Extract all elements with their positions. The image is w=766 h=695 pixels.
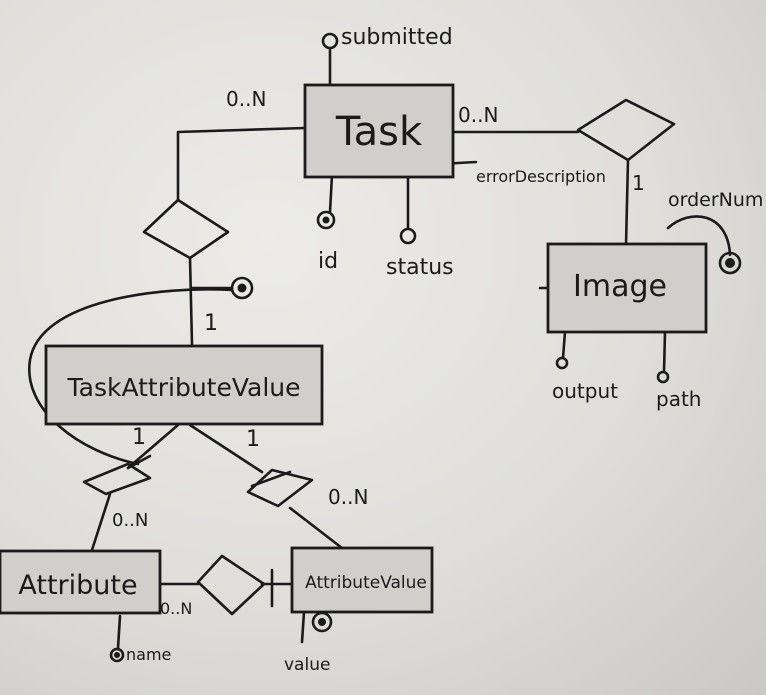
tav-bottom-left-cardinality: 1 (132, 425, 146, 450)
order-num-connector (666, 215, 732, 257)
output-connector (561, 330, 567, 360)
tav-left-tick (126, 454, 152, 470)
attribute-attributevalue-relationship-diamond (196, 554, 266, 616)
task-tav-connector (176, 126, 307, 202)
output-attr-circle (555, 356, 569, 370)
order-num-attr-label: orderNum (668, 189, 763, 211)
task-tav-relationship-diamond (142, 198, 230, 260)
value-attr-label: value (284, 655, 330, 675)
tav-top-cardinality: 1 (204, 311, 218, 336)
tav-entity-name: TaskAttributeValue (67, 373, 301, 402)
attribute-entity-box (0, 549, 162, 615)
path-connector (662, 330, 667, 374)
status-attr-circle (399, 227, 417, 245)
path-attr-label: path (656, 387, 701, 411)
submitted-attr-circle (321, 32, 339, 50)
task-image-relationship-diamond (576, 98, 676, 162)
id-attr-circle (316, 210, 336, 230)
id-attr-label: id (318, 249, 338, 274)
order-num-attr-circle (718, 251, 742, 275)
attributevalue-entity-box (290, 546, 434, 614)
task-tav-diamond-down (188, 256, 194, 347)
attributevalue-top-cardinality: 0..N (328, 485, 368, 509)
attributevalue-entity-name: AttributeValue (305, 573, 427, 593)
tav-entity-box (44, 344, 324, 426)
status-attr-label: status (386, 255, 454, 280)
name-attr-dot (114, 652, 120, 658)
order-num-attr-dot (725, 258, 735, 268)
task-image-diamond-down (624, 158, 630, 247)
name-attr-circle (109, 647, 125, 663)
name-connector (116, 614, 122, 650)
task-entity-box (303, 83, 455, 179)
image-top-cardinality: 1 (632, 171, 645, 195)
tav-key-attr-dot (237, 283, 247, 293)
attribute-up-connector (90, 492, 112, 552)
image-entity-name: Image (573, 269, 667, 304)
value-connector (300, 610, 306, 644)
path-attr-circle (656, 370, 670, 384)
id-attr-dot (322, 216, 330, 224)
attribute-top-cardinality: 0..N (112, 510, 148, 531)
tav-loop-connector (27, 288, 234, 466)
task-left-cardinality: 0..N (226, 87, 266, 111)
tav-attribute-connector (126, 423, 180, 470)
tav-attributevalue-connector (188, 423, 264, 474)
tav-right-tick (250, 470, 292, 488)
output-attr-label: output (552, 379, 618, 403)
image-entity-box (546, 242, 708, 334)
tav-attribute-relationship-diamond (82, 462, 152, 496)
value-key-attr-dot (318, 618, 326, 626)
task-entity-name: Task (335, 109, 423, 155)
tav-bottom-right-cardinality: 1 (246, 427, 260, 452)
attributevalue-up-connector (288, 506, 344, 550)
tav-attributevalue-relationship-diamond (246, 468, 314, 508)
task-right-cardinality: 0..N (458, 103, 498, 127)
id-connector (328, 173, 334, 214)
attribute-entity-name: Attribute (18, 570, 137, 601)
submitted-attr-label: submitted (341, 25, 453, 50)
name-attr-label: name (126, 645, 171, 664)
attribute-right-cardinality: 0..N (160, 599, 192, 618)
error-description-attr-label: errorDescription (476, 167, 606, 186)
